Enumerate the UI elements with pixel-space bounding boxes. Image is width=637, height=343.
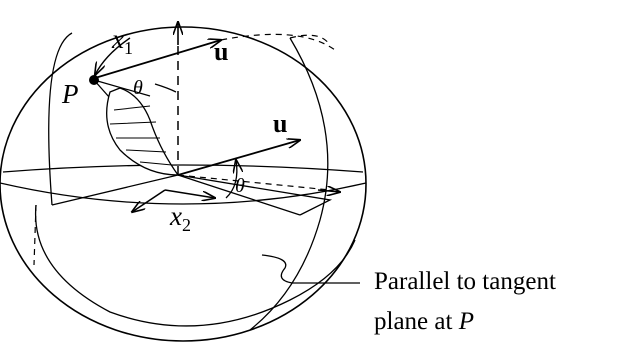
label-p: P bbox=[61, 79, 79, 109]
vector-u-top-dashed-arc bbox=[220, 33, 336, 51]
label-x2: x2 bbox=[169, 201, 191, 235]
tangent-parallel-circle-front bbox=[34, 204, 356, 327]
horizontal-dashed bbox=[177, 174, 331, 191]
label-u-center: u bbox=[273, 109, 287, 138]
meridian-back bbox=[289, 34, 331, 46]
horizontal-arrow bbox=[317, 190, 340, 192]
x2-arrow-left bbox=[132, 189, 166, 212]
p-reference-line bbox=[93, 79, 151, 97]
vector-u-top bbox=[94, 40, 221, 79]
caption-line2: plane at P bbox=[374, 308, 474, 335]
label-u-top: u bbox=[214, 37, 228, 66]
meridian-front bbox=[249, 37, 329, 331]
label-theta-bottom: θ bbox=[235, 175, 245, 197]
equator-front bbox=[0, 182, 367, 205]
x1-arc bbox=[95, 37, 131, 75]
label-x1: x1 bbox=[111, 24, 133, 58]
x2-arrow-right bbox=[164, 189, 215, 198]
plane-outline bbox=[51, 174, 333, 216]
lobe-hatching bbox=[109, 105, 173, 166]
theta-arc-top bbox=[154, 83, 177, 93]
theta-arc-bottom bbox=[225, 160, 237, 199]
caption-line1: Parallel to tangent bbox=[374, 268, 556, 295]
callout-squiggle bbox=[261, 254, 360, 284]
great-circle-through-p bbox=[48, 32, 73, 206]
plane-front-edge bbox=[177, 174, 301, 216]
vector-u-center bbox=[177, 140, 300, 176]
label-theta-top: θ bbox=[133, 77, 143, 99]
sphere-outline bbox=[0, 26, 367, 342]
equator-back bbox=[2, 164, 364, 173]
